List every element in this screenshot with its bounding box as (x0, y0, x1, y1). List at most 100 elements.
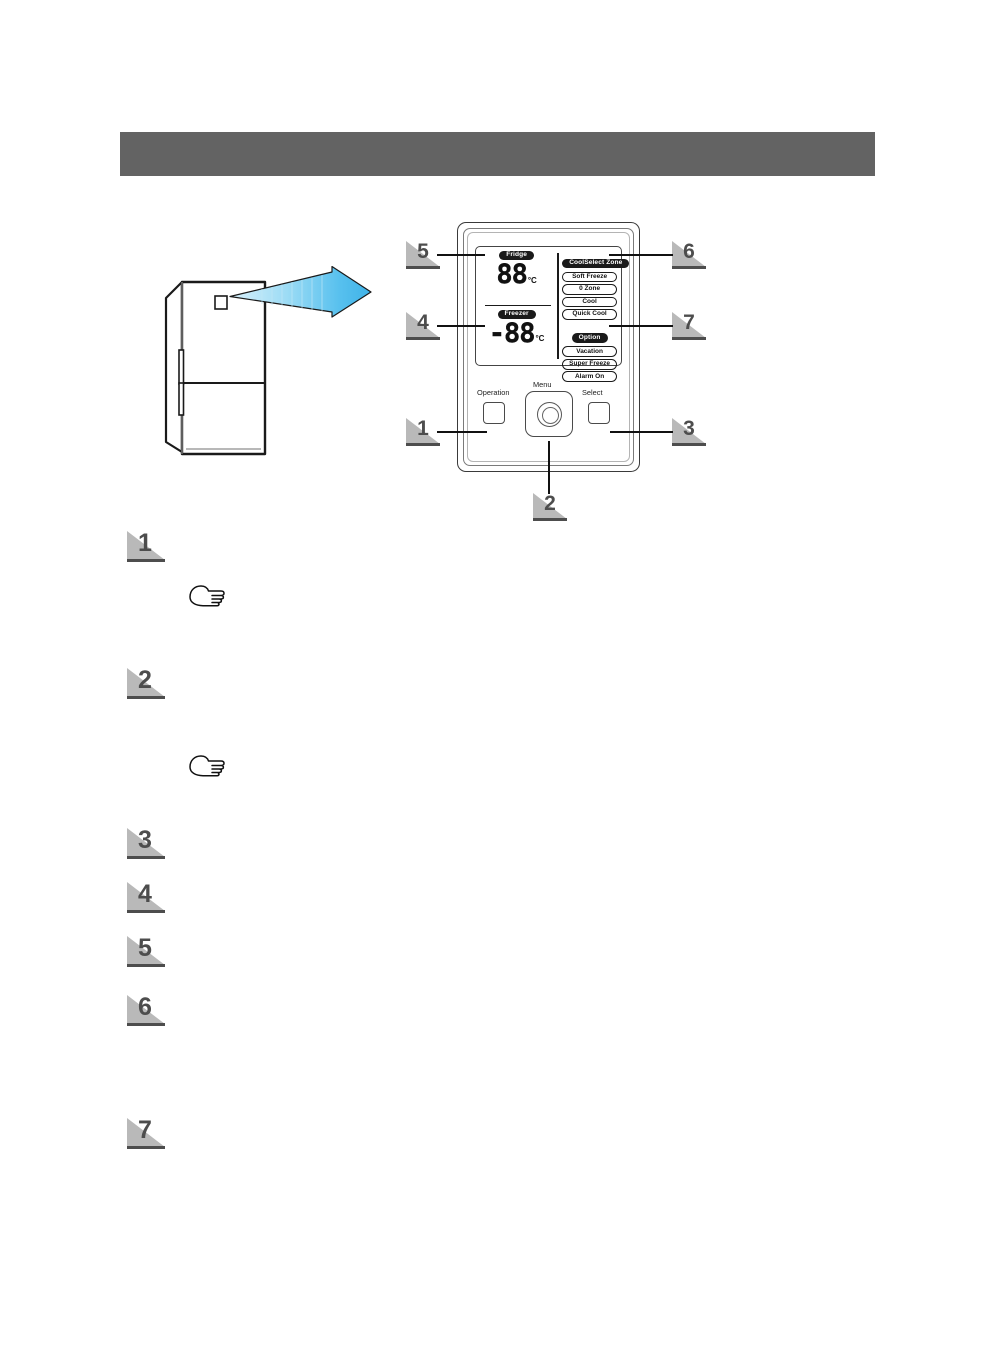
panel-button-row: Operation Menu Select (475, 380, 622, 442)
freezer-readout: -88 °C (488, 317, 545, 349)
list-marker-7: 7 (127, 1116, 165, 1149)
callout-marker-7: 7 (672, 311, 706, 340)
menu-button[interactable] (525, 391, 573, 437)
list-marker-4-number: 4 (138, 880, 152, 908)
lcd-horizontal-divider (485, 305, 552, 307)
callout-2-leader-line (548, 441, 551, 494)
indicator-cool: Cool (562, 296, 617, 308)
section-header-bar (120, 132, 875, 176)
callout-5-number: 5 (417, 240, 429, 263)
callout-1-number: 1 (417, 417, 429, 440)
coolselect-zone-group: CoolSelect Zone Soft Freeze 0 Zone Cool … (562, 251, 630, 320)
callout-5-leader-line (437, 254, 485, 257)
list-marker-5-underline (127, 964, 165, 967)
zoom-arrow-icon (228, 265, 373, 328)
list-marker-5-number: 5 (138, 934, 152, 962)
list-marker-4-underline (127, 910, 165, 913)
list-marker-7-number: 7 (138, 1116, 152, 1144)
callout-4-underline (406, 337, 440, 340)
callout-7-leader-line (609, 325, 673, 328)
control-panel-diagram: Fridge 88 °C Freezer -88 °C (457, 222, 640, 472)
list-marker-4: 4 (127, 880, 165, 913)
option-heading: Option (571, 333, 608, 343)
fridge-readout: 88 °C (496, 259, 537, 291)
freezer-temperature-group: Freezer -88 °C (476, 307, 557, 366)
fridge-digits: 88 (496, 259, 528, 291)
callout-7-badge: 7 (672, 311, 706, 340)
callout-4-number: 4 (417, 311, 429, 334)
callout-5-underline (406, 266, 440, 269)
callout-6-underline (672, 266, 706, 269)
list-marker-5: 5 (127, 934, 165, 967)
callout-1-leader-line (437, 431, 487, 434)
callout-2-number: 2 (544, 492, 556, 515)
freezer-label: Freezer (497, 309, 536, 319)
callout-2-badge: 2 (533, 492, 567, 521)
indicator-vacation: Vacation (562, 346, 617, 358)
callout-marker-5: 5 (406, 240, 440, 269)
callout-4-badge: 4 (406, 311, 440, 340)
callout-6-leader-line (609, 254, 673, 257)
coolselect-zone-heading-wrap: CoolSelect Zone (562, 251, 630, 269)
indicator-quick-cool: Quick Cool (562, 309, 617, 320)
option-group: Option Vacation Super Freeze Alarm On (562, 326, 617, 383)
lcd-indicator-column: CoolSelect Zone Soft Freeze 0 Zone Cool … (557, 247, 630, 383)
list-marker-6: 6 (127, 993, 165, 1026)
coolselect-zone-heading: CoolSelect Zone (562, 258, 630, 268)
freezer-digits: -88 (488, 317, 536, 349)
refrigerator-illustration (160, 270, 295, 460)
list-marker-3: 3 (127, 826, 165, 859)
callout-7-underline (672, 337, 706, 340)
operation-button-label: Operation (477, 388, 510, 397)
callout-1-badge: 1 (406, 417, 440, 446)
menu-button-ring (537, 402, 562, 427)
lcd-temperature-column: Fridge 88 °C Freezer -88 °C (476, 247, 557, 365)
callout-marker-1: 1 (406, 417, 440, 446)
list-marker-1-number: 1 (138, 529, 152, 557)
select-button[interactable] (588, 402, 610, 424)
select-button-label: Select (582, 388, 603, 397)
callout-3-underline (672, 443, 706, 446)
list-marker-6-number: 6 (138, 993, 152, 1021)
list-marker-6-underline (127, 1023, 165, 1026)
callout-7-number: 7 (683, 311, 695, 334)
callout-marker-4: 4 (406, 311, 440, 340)
lcd-display: Fridge 88 °C Freezer -88 °C (475, 246, 630, 383)
fridge-temperature-group: Fridge 88 °C (476, 247, 557, 307)
fridge-unit: °C (527, 275, 537, 285)
indicator-0-zone: 0 Zone (562, 284, 617, 295)
lcd-vertical-divider (557, 253, 559, 359)
callout-marker-2: 2 (533, 492, 567, 521)
callout-3-number: 3 (683, 417, 695, 440)
fridge-display-location (214, 295, 228, 310)
callout-6-badge: 6 (672, 240, 706, 269)
callout-3-badge: 3 (672, 417, 706, 446)
list-marker-2-number: 2 (138, 666, 152, 694)
list-marker-3-number: 3 (138, 826, 152, 854)
list-marker-1: 1 (127, 529, 165, 562)
list-marker-2-underline (127, 696, 165, 699)
list-marker-7-underline (127, 1146, 165, 1149)
freezer-unit: °C (535, 334, 545, 344)
indicator-soft-freeze: Soft Freeze (562, 271, 617, 283)
indicator-super-freeze: Super Freeze (562, 358, 617, 370)
list-marker-3-underline (127, 856, 165, 859)
callout-5-badge: 5 (406, 240, 440, 269)
callout-1-underline (406, 443, 440, 446)
callout-2-underline (533, 518, 567, 521)
menu-button-label: Menu (533, 380, 552, 389)
option-heading-wrap: Option (562, 326, 617, 344)
callout-6-number: 6 (683, 240, 695, 263)
callout-3-leader-line (610, 431, 673, 434)
list-marker-2: 2 (127, 666, 165, 699)
callout-marker-6: 6 (672, 240, 706, 269)
fridge-label: Fridge (499, 251, 534, 261)
indicator-alarm-on: Alarm On (562, 371, 617, 383)
menu-button-center (542, 407, 559, 424)
pointing-hand-icon (182, 582, 228, 612)
list-marker-1-underline (127, 559, 165, 562)
operation-button[interactable] (483, 402, 505, 424)
callout-4-leader-line (437, 325, 485, 328)
pointing-hand-icon-2 (182, 752, 228, 782)
